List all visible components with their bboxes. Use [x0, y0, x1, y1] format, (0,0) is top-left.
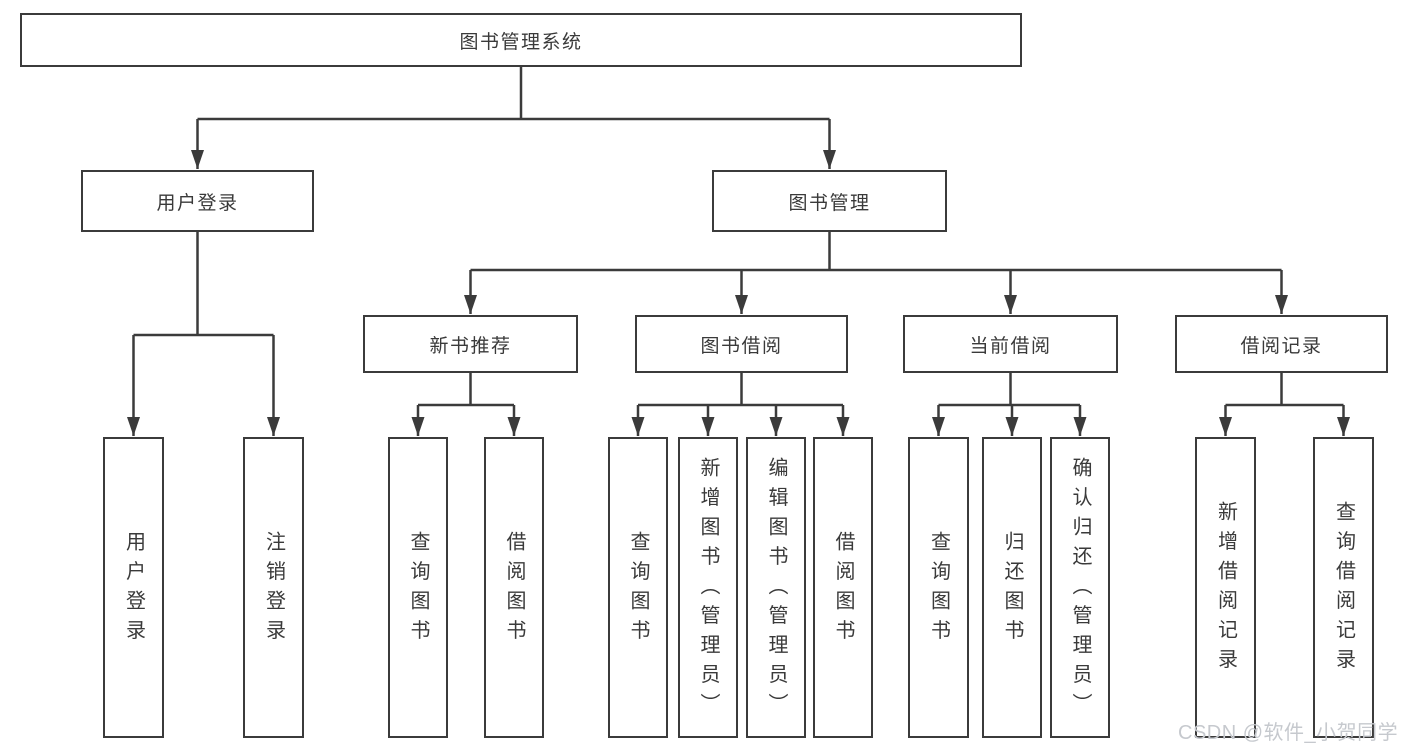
leaf-add-books-admin: 新增图书（管理员）: [678, 437, 738, 738]
node-book-borrowing: 图书借阅: [635, 315, 848, 373]
node-borrow-records: 借阅记录: [1175, 315, 1388, 373]
node-library-system: 图书管理系统: [20, 13, 1022, 67]
leaf-edit-books-admin: 编辑图书（管理员）: [746, 437, 806, 738]
leaf-query-books-recommend: 查询图书: [388, 437, 448, 738]
csdn-watermark: CSDN @软件_小贺同学: [1178, 722, 1399, 744]
node-book-management: 图书管理: [712, 170, 947, 232]
node-current-borrowing: 当前借阅: [903, 315, 1118, 373]
node-new-book-recommend: 新书推荐: [363, 315, 578, 373]
leaf-logout: 注销登录: [243, 437, 304, 738]
leaf-return-books: 归还图书: [982, 437, 1042, 738]
leaf-query-books-current: 查询图书: [908, 437, 969, 738]
leaf-query-borrow-record: 查询借阅记录: [1313, 437, 1374, 738]
leaf-borrow-books-borrowing: 借阅图书: [813, 437, 873, 738]
leaf-confirm-return-admin: 确认归还（管理员）: [1050, 437, 1110, 738]
leaf-add-borrow-record: 新增借阅记录: [1195, 437, 1256, 738]
leaf-borrow-books-recommend: 借阅图书: [484, 437, 544, 738]
leaf-query-books-borrowing: 查询图书: [608, 437, 668, 738]
leaf-user-login: 用户登录: [103, 437, 164, 738]
node-user-login-branch: 用户登录: [81, 170, 314, 232]
